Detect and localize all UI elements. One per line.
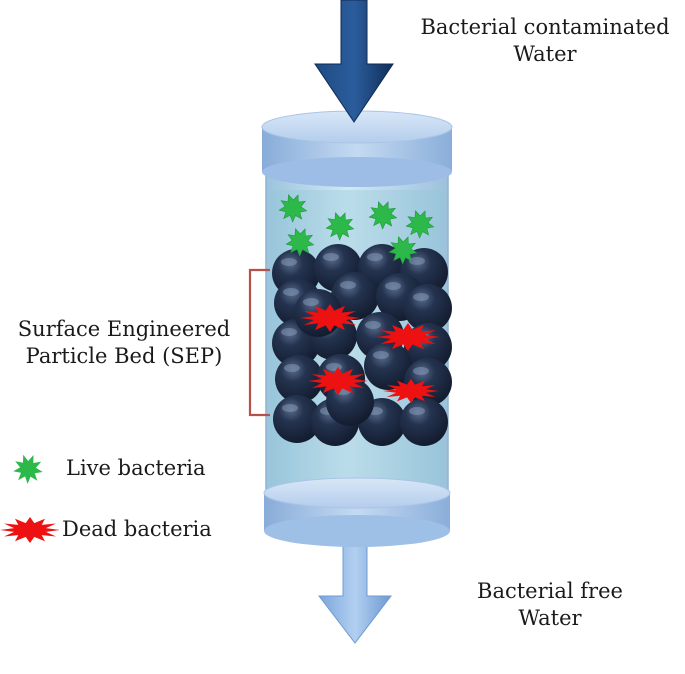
dead-bacterium [376,323,440,351]
particle-highlight [340,281,356,289]
dead-bacteria-group [300,304,440,403]
bottom-cap [263,477,451,547]
inlet-label: Bacterial contaminated Water [410,14,680,68]
dead-bacterium [308,367,368,395]
inlet-label-line-2: Water [513,42,577,66]
live-bacteria-group [278,193,435,265]
top-cap [261,110,453,187]
particle-highlight [365,321,381,329]
live-bacteria-legend-icon [13,454,43,484]
particle-highlight [409,257,425,265]
particle-highlight [367,253,383,261]
outlet-label-line-1: Bacterial free [477,579,623,603]
legend-dead-label: Dead bacteria [62,517,212,541]
live-bacterium [278,193,308,223]
live-bacterium [388,235,418,265]
particle-highlight [281,328,297,336]
inlet-arrow [314,0,394,123]
particle-bed [272,244,452,446]
live-bacterium [368,200,398,230]
dead-bacterium [383,379,439,403]
live-bacteria-icon [13,454,43,484]
sep-bracket [248,268,270,417]
particle-highlight [323,253,339,261]
particle [400,398,448,446]
particle-highlight [284,364,300,372]
live-bacterium [285,227,315,257]
sep-label: Surface Engineered Particle Bed (SEP) [4,316,244,370]
dead-bacteria-icon [0,517,60,543]
particle-highlight [373,351,389,359]
live-bacterium [405,209,435,239]
dead-bacterium [300,304,360,332]
sep-label-line-1: Surface Engineered [17,317,231,341]
particle-highlight [409,407,425,415]
outlet-label-line-2: Water [518,606,582,630]
legend-live-label: Live bacteria [66,456,206,480]
particle-highlight [283,288,299,296]
live-bacterium [325,211,355,241]
sep-label-line-2: Particle Bed (SEP) [25,344,223,368]
particle-highlight [385,282,401,290]
dead-bacteria-legend-icon [0,517,60,543]
inlet-label-line-1: Bacterial contaminated [420,15,670,39]
outlet-label: Bacterial free Water [440,578,660,632]
particle-highlight [303,298,319,306]
particle-highlight [282,404,298,412]
particle-highlight [413,367,429,375]
particle-highlight [281,258,297,266]
particle-highlight [413,293,429,301]
